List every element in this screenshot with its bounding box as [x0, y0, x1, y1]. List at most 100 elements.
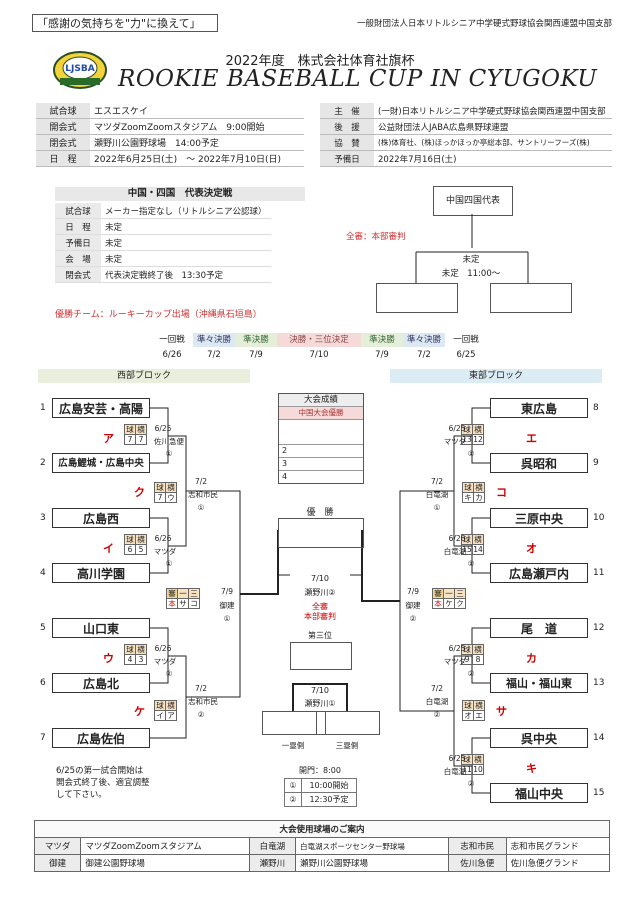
info-key: 主 催	[320, 103, 374, 119]
round-date: 7/9	[249, 350, 263, 360]
info-key: 後 援	[320, 118, 374, 135]
west-block-label: 西部ブロック	[38, 369, 250, 383]
sc-head: 横	[135, 644, 147, 655]
game-marker: オ	[526, 542, 537, 555]
game-date: 6/26	[154, 644, 172, 653]
venue-table: 大会使用球場のご案内 マツダ マツダZoomZoomスタジアム 白竜湖 白竜湖ス…	[33, 820, 611, 872]
ck-key: 閉会式	[55, 266, 101, 283]
venue-name: 佐川急便グランド	[505, 854, 611, 872]
game-venue: 白竜湖	[443, 547, 467, 556]
sc-head: 球	[154, 700, 166, 711]
game-no: ②	[409, 614, 417, 623]
info-key: 試合球	[36, 103, 90, 119]
game-no: ②	[433, 710, 441, 719]
info-value: 公益財団法人JABA広島県野球連盟	[374, 118, 612, 135]
venue-name: 瀬野川公園野球場	[295, 854, 449, 872]
slogan: 「感謝の気持ちを"力"に換えて」	[32, 14, 218, 32]
game-venue: マツダ	[443, 657, 467, 666]
sc-head: 一	[443, 588, 455, 599]
ck-val: 代表決定戦終了後 13:30予定	[101, 266, 271, 283]
sc-head: 横	[165, 482, 177, 493]
round-date: 6/25	[456, 350, 476, 360]
round-date: 6/26	[162, 350, 182, 360]
game-venue: 白竜湖	[443, 767, 467, 776]
venue-name: 御建公園野球場	[80, 854, 250, 872]
team-seed: 13	[593, 678, 605, 688]
sc-head: 三	[188, 588, 200, 599]
venue-abbr: 佐川急便	[447, 854, 507, 872]
game-venue: 御建	[405, 601, 421, 610]
venue-name: マツダZoomZoomスタジアム	[80, 837, 250, 855]
organizer-name: 一般財団法人日本リトルシニア中学硬式野球協会関西連盟中国支部	[356, 19, 612, 29]
game-no: ①	[165, 559, 173, 568]
team-seed: 4	[40, 568, 46, 578]
gate-time: 開門：8:00	[299, 766, 341, 775]
sc-val: 5	[135, 544, 147, 555]
sc-head: 球	[124, 534, 136, 545]
sc-val: サ	[177, 598, 189, 609]
final-umpire: 全審 本部審判	[304, 602, 336, 621]
game-venue: 御建	[219, 601, 235, 610]
sc-val: ク	[454, 598, 466, 609]
game-marker: コ	[496, 486, 507, 499]
sc-head: 横	[472, 754, 484, 765]
time-val: 10:00開始	[301, 778, 357, 793]
results-slot: 2	[279, 444, 363, 457]
game-venue: マツダ	[153, 547, 177, 556]
sc-val: 本	[166, 598, 178, 609]
info-table-left: 試合球エスエスケイ 開会式マツダZoomZoomスタジアム 9:00開始 閉会式…	[36, 103, 304, 167]
sc-val: ウ	[165, 492, 177, 503]
round-label: 決勝・三位決定	[277, 333, 361, 347]
round-dates: 6/26 7/2 7/9 7/10 7/9 7/2 6/25	[151, 350, 487, 362]
results-slot: 3	[279, 457, 363, 470]
info-table-right: 主 催(一財)日本リトルシニア中学硬式野球協会関西連盟中国支部 後 援公益財団法…	[320, 103, 612, 167]
results-champion: 中国大会優勝	[279, 406, 363, 419]
game-date: 7/2	[194, 684, 208, 693]
game-date: 6/25	[448, 424, 466, 433]
game-marker: ク	[134, 486, 145, 499]
time-no: ①	[284, 778, 302, 793]
sc-val: ケ	[443, 598, 455, 609]
ck-val: 未定	[101, 218, 271, 235]
team-box: 広島瀬戸内	[490, 563, 588, 583]
team-box: 三原中央	[490, 508, 588, 528]
round-label: 準々決勝	[193, 333, 235, 347]
team-box: 福山・福山東	[490, 673, 588, 693]
team-seed: 11	[593, 568, 605, 578]
game-venue: 白竜湖	[425, 697, 449, 706]
page-title-line1: 2022年度 株式会社体育社旗杯	[225, 54, 415, 69]
info-key: 閉会式	[36, 134, 90, 151]
game-date: 7/2	[430, 684, 444, 693]
info-value: 瀬野川公園野球場 14:00予定	[90, 134, 304, 151]
winner-note: 優勝チーム：ルーキーカップ出場（沖縄県石垣島）	[55, 310, 262, 320]
third-place-slot	[290, 642, 352, 670]
game-marker: キ	[526, 762, 537, 775]
info-value: (株)体育社、(株)ほっかほっか亭総本部、サントリーフーズ(株)	[374, 134, 612, 151]
team-seed: 1	[40, 403, 46, 413]
sc-val: 4	[124, 654, 136, 665]
venue-name: 白竜湖スポーツセンター野球場	[295, 837, 449, 855]
venue-abbr: マツダ	[33, 837, 82, 855]
sc-head: 三	[454, 588, 466, 599]
logo-icon: LJSBA	[53, 51, 107, 89]
chushikoku-rep-box: 中国四国代表	[433, 186, 513, 216]
info-value: マツダZoomZoomスタジアム 9:00開始	[90, 118, 304, 135]
team-box: 広島鯉城・広島中央	[52, 453, 150, 473]
team-box: 広島西	[52, 508, 150, 528]
game-venue: 白竜湖	[425, 490, 449, 499]
third-label: 第三位	[308, 631, 332, 640]
sc-val: 6	[124, 544, 136, 555]
sc-val: 12	[472, 434, 484, 445]
game-date: 6/25	[448, 754, 466, 763]
venue-table-title: 大会使用球場のご案内	[34, 820, 610, 838]
game-date: 6/25	[448, 644, 466, 653]
score-box: 球横 オエ	[462, 700, 485, 721]
venue-abbr: 白竜湖	[248, 837, 297, 855]
sc-head: 横	[165, 700, 177, 711]
ck-key: 会 場	[55, 250, 101, 267]
